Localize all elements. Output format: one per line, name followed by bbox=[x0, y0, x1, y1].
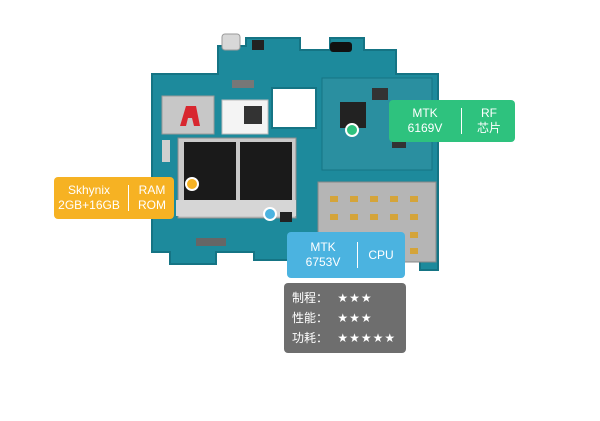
ram-marker-dot-icon bbox=[185, 177, 199, 191]
rating-row-power: 功耗： ★★★★★ bbox=[292, 329, 396, 347]
rating-label: 性能： bbox=[292, 311, 329, 325]
ram-brand: Skhynix bbox=[67, 183, 111, 197]
rating-row-process: 制程： ★★★ bbox=[292, 289, 373, 307]
rf-model: 6169V bbox=[407, 121, 443, 135]
cpu-brand: MTK bbox=[310, 240, 336, 254]
ram-divider bbox=[128, 185, 129, 211]
ram-type2: ROM bbox=[138, 198, 166, 212]
rf-brand: MTK bbox=[412, 106, 438, 120]
rating-stars: ★★★★★ bbox=[337, 331, 397, 345]
rf-type-cn: 芯片 bbox=[476, 121, 501, 135]
cpu-marker-dot-icon bbox=[263, 207, 277, 221]
rating-row-performance: 性能： ★★★ bbox=[292, 309, 373, 327]
ram-spec: 2GB+16GB bbox=[58, 198, 120, 212]
cpu-type: CPU bbox=[368, 248, 394, 262]
ram-type1: RAM bbox=[138, 183, 166, 197]
rf-divider bbox=[461, 108, 462, 134]
rating-label: 功耗： bbox=[292, 331, 329, 345]
pcb-board bbox=[151, 33, 439, 273]
rating-stars: ★★★ bbox=[337, 311, 373, 325]
cpu-chip-label: MTK 6753V CPU bbox=[287, 232, 405, 278]
ram-chip-label: Skhynix 2GB+16GB RAM ROM bbox=[54, 177, 174, 219]
cpu-divider bbox=[357, 242, 358, 268]
rf-marker-dot-icon bbox=[345, 123, 359, 137]
rf-chip-label: MTK 6169V RF 芯片 bbox=[389, 100, 515, 142]
rating-label: 制程： bbox=[292, 291, 329, 305]
rating-stars: ★★★ bbox=[337, 291, 373, 305]
rf-type: RF bbox=[481, 106, 497, 120]
rating-panel: 制程： ★★★ 性能： ★★★ 功耗： ★★★★★ bbox=[284, 283, 406, 353]
cpu-model: 6753V bbox=[305, 255, 341, 269]
